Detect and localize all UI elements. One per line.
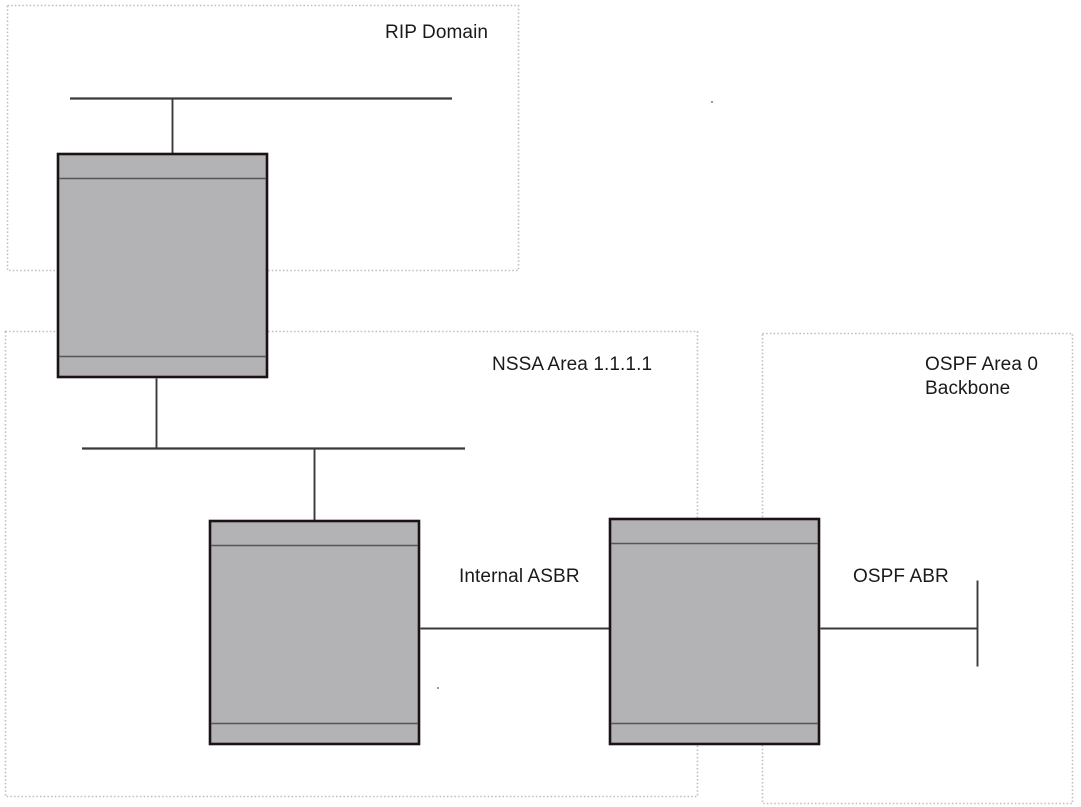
router-rip-router[interactable]	[56, 152, 269, 379]
region-label-ospf-backbone: OSPF Area 0 Backbone	[925, 354, 1039, 400]
router-body	[56, 152, 269, 379]
region-label-rip-domain: RIP Domain	[385, 22, 489, 43]
region-boundaries-layer	[4, 4, 1074, 805]
speck-mid-left	[437, 687, 439, 689]
speck-top-right	[711, 101, 713, 103]
internal-asbr-label: Internal ASBR	[459, 566, 580, 587]
router-shapes-layer	[56, 152, 821, 746]
region-boundary-rip-domain	[6, 4, 520, 272]
router-internal-asbr-router[interactable]	[208, 519, 421, 746]
router-body	[608, 517, 821, 746]
region-boundary-nssa-area	[4, 330, 699, 798]
router-ospf-abr-router[interactable]	[608, 517, 821, 746]
link-lines-layer	[155, 98, 979, 667]
region-label-nssa-area: NSSA Area 1.1.1.1	[492, 354, 653, 375]
router-body	[208, 519, 421, 746]
bus-lines-layer	[70, 97, 465, 450]
ospf-abr-label: OSPF ABR	[853, 566, 949, 587]
